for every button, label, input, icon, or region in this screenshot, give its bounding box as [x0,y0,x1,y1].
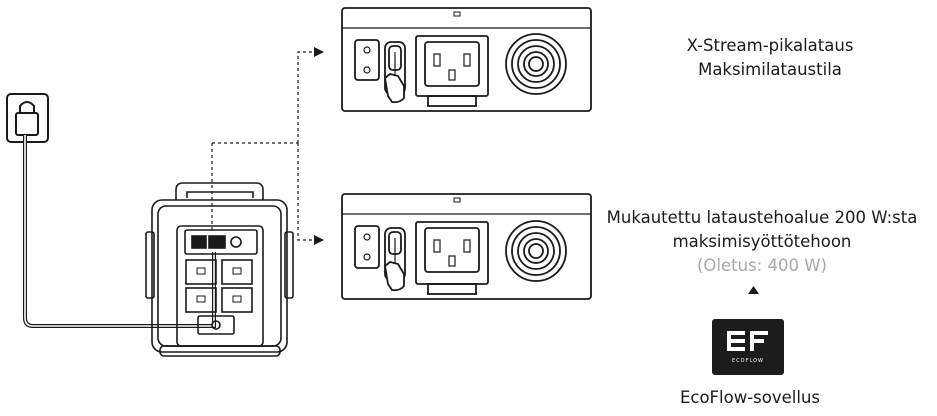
wall-socket-icon [6,93,49,143]
power-station-unit [145,182,294,357]
label-default-note: (Oletus: 400 W) [697,256,827,275]
ecoflow-logo-text: ECOFLOW [732,358,764,364]
label-xstream: X-Stream-pikalataus Maksimilataustila [640,34,900,82]
label-ecoflow-app: EcoFlow-sovellus [679,388,821,407]
label-xstream-line2: Maksimilataustila [698,60,842,79]
ecoflow-app-icon: ECOFLOW [712,319,784,375]
label-custom-line2: maksimisyöttötehoon [672,232,852,251]
label-custom-line1: Mukautettu lataustehoalue 200 W:sta [606,208,918,227]
panel-custom [341,193,592,300]
label-xstream-line1: X-Stream-pikalataus [686,36,854,55]
triangle-up-icon [748,286,759,294]
dotted-connector [211,47,324,245]
label-custom-range: Mukautettu lataustehoalue 200 W:sta maks… [591,206,933,278]
panel-xstream [341,7,592,112]
